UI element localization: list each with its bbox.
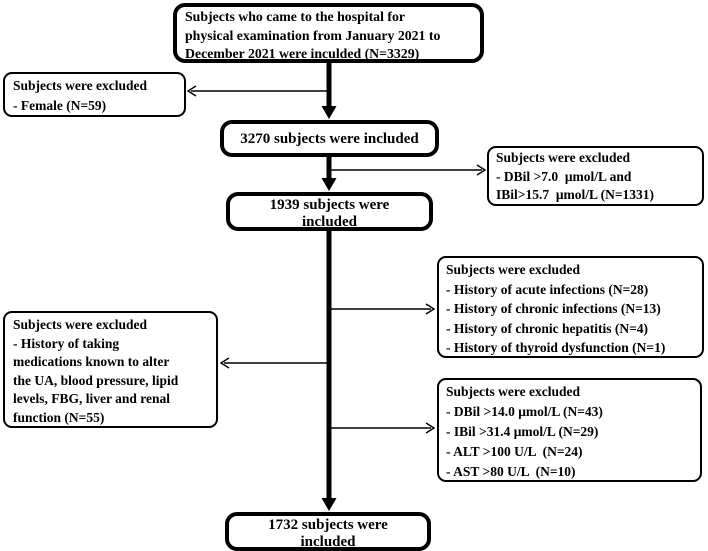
box-included-1939: 1939 subjects were included [226,192,433,231]
box-excluded-medications: Subjects were excluded - History of taki… [3,311,218,428]
arrowhead-excluded-female [186,85,197,97]
arrowhead-main-1 [321,106,337,119]
box-line: levels, FBG, liver and renal [13,391,170,406]
box-line: December 2021 were inculded (N=3329) [185,46,420,62]
arrowhead-main-3 [321,498,337,511]
arrowhead-excluded-medications [219,357,230,369]
box-line: IBil>15.7 μmol/L (N=1331) [496,187,655,203]
box-line: - DBil >7.0 μmol/L and [496,168,632,184]
box-line: - History of taking [13,335,120,351]
box-line: - ALT >100 U/L (N=24) [446,444,583,459]
box-line: Subjects who came to the hospital for [185,9,405,24]
box-line: Subjects were excluded [446,384,580,399]
box-line: 1732 subjects were [268,517,388,533]
box-excluded-history: Subjects were excluded - History of acut… [437,256,704,358]
box-line: Subjects were excluded [496,150,630,165]
arrowhead-excluded-history [425,303,436,315]
arrowhead-main-2 [321,178,337,191]
box-line: Subjects were excluded [13,317,147,332]
box-line: - DBil >14.0 μmol/L (N=43) [446,404,603,419]
box-line: - History of chronic infections (N=13) [446,301,661,317]
box-line: - AST >80 U/L (N=10) [446,464,576,479]
arrowhead-excluded-bilirubin-screen [476,164,487,176]
box-line: 3270 subjects were included [240,131,419,147]
box-line: physical examination from January 2021 t… [185,27,441,43]
box-line: - History of thyroid dysfunction (N=1) [446,340,666,356]
box-excluded-female: Subjects were excluded - Female (N=59) [3,72,186,117]
box-line: - History of acute infections (N=28) [446,281,649,297]
box-line: 1939 subjects were [269,197,390,213]
box-included-3270: 3270 subjects were included [220,120,439,157]
box-line: the UA, blood pressure, lipid [13,372,179,388]
box-line: Subjects were excluded [13,78,147,93]
box-excluded-labs: Subjects were excluded - DBil >14.0 μmol… [437,378,702,482]
box-enrollment-source: Subjects who came to the hospital for ph… [173,3,484,63]
box-line: Subjects were excluded [446,262,580,277]
box-line: - History of chronic hepatitis (N=4) [446,320,649,336]
box-line: medications known to alter [13,354,170,369]
box-line: - IBil >31.4 μmol/L (N=29) [446,424,599,439]
box-line: - Female (N=59) [13,98,107,113]
box-line: function (N=55) [13,409,105,425]
box-excluded-bilirubin-screen: Subjects were excluded - DBil >7.0 μmol/… [487,146,704,206]
box-line: included [301,213,358,230]
box-included-1732: 1732 subjects were included [225,512,431,551]
arrowhead-excluded-labs [425,422,436,434]
box-line: included [300,534,356,550]
